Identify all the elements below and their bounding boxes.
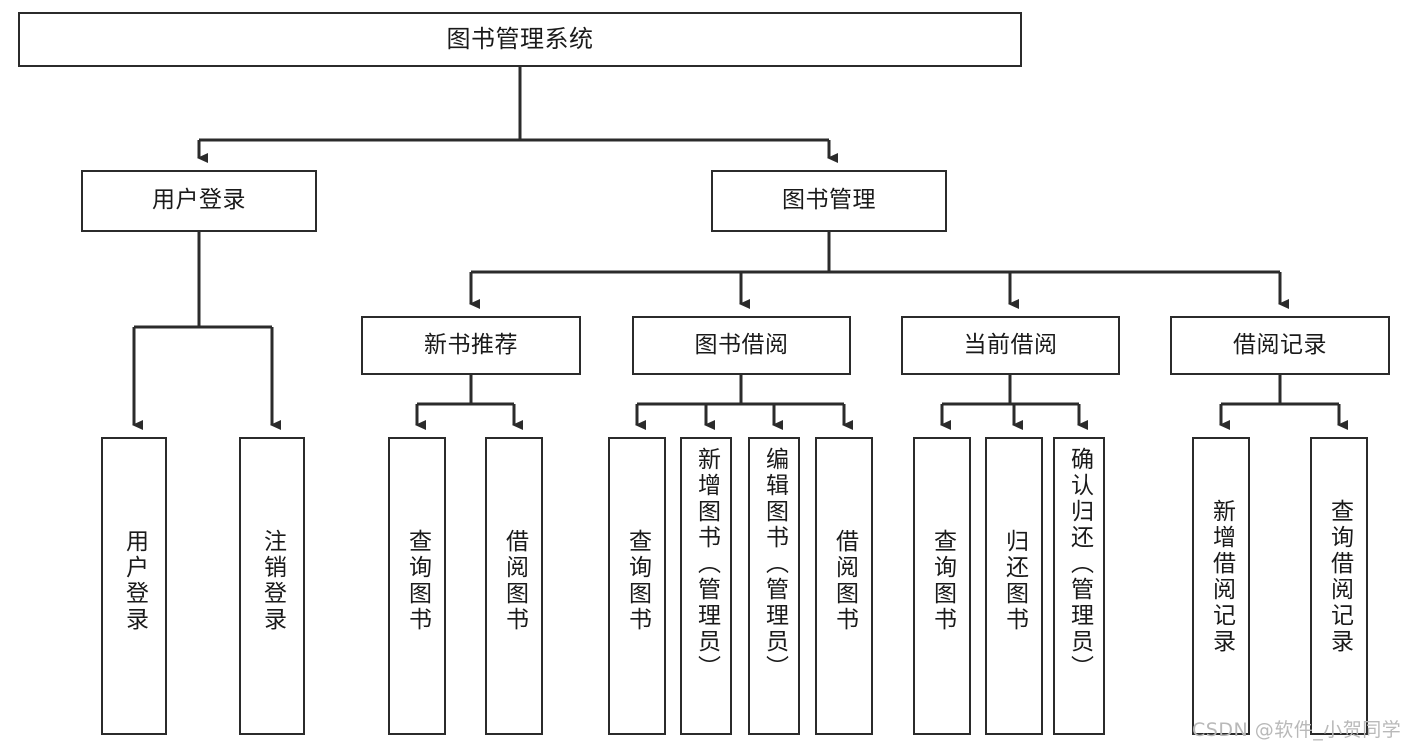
leaf-query-books-current[interactable]: 查询图书 (913, 437, 971, 735)
node-label: 编辑图书（管理员） (761, 447, 788, 681)
node-label: 图书管理 (782, 187, 876, 214)
node-label: 新增借阅记录 (1208, 499, 1235, 655)
node-label: 查询图书 (624, 529, 651, 633)
leaf-lend-books[interactable]: 借阅图书 (815, 437, 873, 735)
leaf-add-borrow-record[interactable]: 新增借阅记录 (1192, 437, 1250, 735)
node-label: 图书管理系统 (446, 25, 594, 54)
node-book-borrowing[interactable]: 图书借阅 (632, 316, 851, 375)
node-label: 当前借阅 (963, 331, 1058, 358)
leaf-query-books-newbook[interactable]: 查询图书 (388, 437, 446, 735)
node-new-book-recommendation[interactable]: 新书推荐 (361, 316, 581, 375)
leaf-add-book-admin[interactable]: 新增图书（管理员） (680, 437, 732, 735)
node-label: 归还图书 (1001, 529, 1028, 633)
node-label: 确认归还（管理员） (1066, 447, 1093, 681)
leaf-user-login[interactable]: 用户登录 (101, 437, 167, 735)
node-label: 查询图书 (929, 529, 956, 633)
node-label: 新增图书（管理员） (693, 447, 720, 681)
leaf-query-borrow-record[interactable]: 查询借阅记录 (1310, 437, 1368, 735)
node-label: 新书推荐 (424, 331, 518, 358)
node-book-management[interactable]: 图书管理 (711, 170, 947, 232)
csdn-watermark: CSDN @软件_小贺同学 (1192, 719, 1402, 741)
leaf-query-books-borrowing[interactable]: 查询图书 (608, 437, 666, 735)
node-label: 查询借阅记录 (1326, 499, 1353, 655)
node-label: 借阅图书 (501, 529, 528, 633)
node-label: 用户登录 (121, 529, 148, 633)
leaf-edit-book-admin[interactable]: 编辑图书（管理员） (748, 437, 800, 735)
leaf-logout[interactable]: 注销登录 (239, 437, 305, 735)
node-label: 借阅记录 (1233, 331, 1327, 358)
leaf-return-books[interactable]: 归还图书 (985, 437, 1043, 735)
leaf-confirm-return-admin[interactable]: 确认归还（管理员） (1053, 437, 1105, 735)
node-borrowing-records[interactable]: 借阅记录 (1170, 316, 1390, 375)
node-label: 用户登录 (152, 187, 246, 214)
node-root-book-management-system[interactable]: 图书管理系统 (18, 12, 1022, 67)
node-label: 图书借阅 (694, 331, 789, 358)
node-user-login[interactable]: 用户登录 (81, 170, 317, 232)
node-label: 注销登录 (259, 529, 286, 633)
leaf-borrow-books-newbook[interactable]: 借阅图书 (485, 437, 543, 735)
node-label: 查询图书 (404, 529, 431, 633)
node-label: 借阅图书 (831, 529, 858, 633)
node-current-borrowing[interactable]: 当前借阅 (901, 316, 1120, 375)
